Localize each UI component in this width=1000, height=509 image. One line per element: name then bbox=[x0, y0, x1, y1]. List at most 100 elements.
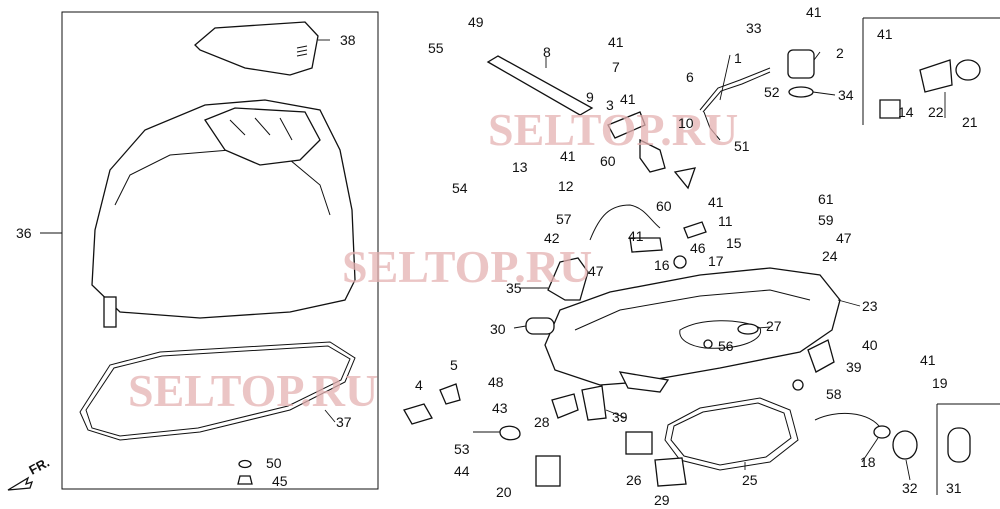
callout-41-h: 41 bbox=[920, 352, 936, 368]
cover-seal-inner bbox=[85, 345, 351, 437]
bottom-pan-group bbox=[544, 267, 841, 393]
callout-57: 57 bbox=[556, 211, 572, 227]
callout-26: 26 bbox=[626, 472, 642, 488]
callout-10: 10 bbox=[678, 115, 694, 131]
callout-48: 48 bbox=[488, 374, 504, 390]
front-arrow-icon bbox=[7, 476, 34, 491]
bottom-pan-opening bbox=[679, 320, 762, 349]
callout-4: 4 bbox=[415, 377, 423, 393]
bracket-16 bbox=[629, 237, 663, 253]
fuel-hose-lower bbox=[703, 111, 721, 141]
cam-lever bbox=[673, 167, 696, 190]
buzzer-group-frame bbox=[862, 17, 1000, 125]
callout-29: 29 bbox=[654, 492, 670, 508]
watermark-middle: SELTOP.RU bbox=[342, 241, 592, 292]
fuel-filter bbox=[787, 49, 815, 79]
engine-cover-group bbox=[7, 11, 379, 491]
mount-14 bbox=[879, 99, 901, 119]
washer-50 bbox=[238, 459, 252, 469]
callout-27: 27 bbox=[766, 318, 782, 334]
callout-54: 54 bbox=[452, 180, 468, 196]
callout-16: 16 bbox=[654, 257, 670, 273]
callout-42: 42 bbox=[544, 230, 560, 246]
callout-23: 23 bbox=[862, 298, 878, 314]
callout-44: 44 bbox=[454, 463, 470, 479]
callout-32: 32 bbox=[902, 480, 918, 496]
callout-38: 38 bbox=[340, 32, 356, 48]
grommet-17 bbox=[673, 255, 687, 269]
callout-5: 5 bbox=[450, 357, 458, 373]
cap-31 bbox=[947, 427, 971, 463]
callout-34: 34 bbox=[838, 87, 854, 103]
grommet-5 bbox=[439, 383, 461, 405]
callout-41-g: 41 bbox=[628, 228, 644, 244]
switch-28 bbox=[551, 393, 579, 419]
callout-15: 15 bbox=[726, 235, 742, 251]
callout-36: 36 bbox=[16, 225, 32, 241]
callout-33: 33 bbox=[746, 20, 762, 36]
callout-59: 59 bbox=[818, 212, 834, 228]
connector-18 bbox=[873, 425, 891, 439]
callout-41-c: 41 bbox=[620, 91, 636, 107]
callout-8: 8 bbox=[543, 44, 551, 60]
callout-41-f: 41 bbox=[708, 194, 724, 210]
callout-41-e: 41 bbox=[877, 26, 893, 42]
seal-29 bbox=[654, 457, 687, 487]
callout-52: 52 bbox=[764, 84, 780, 100]
switch-20 bbox=[535, 455, 561, 487]
cover-seal-outer bbox=[79, 341, 356, 441]
callout-18: 18 bbox=[860, 454, 876, 470]
wire-harness bbox=[589, 204, 661, 241]
callout-11: 11 bbox=[718, 213, 733, 229]
watermark-bottom: SELTOP.RU bbox=[128, 365, 378, 416]
bottom-pan bbox=[544, 267, 841, 386]
part31-frame bbox=[936, 403, 1000, 495]
fuel-hose bbox=[699, 67, 771, 111]
callout-9: 9 bbox=[586, 89, 594, 105]
pan-gasket-inner bbox=[670, 402, 792, 466]
spacer-30 bbox=[525, 317, 555, 335]
callout-43: 43 bbox=[492, 400, 508, 416]
plug-32 bbox=[892, 430, 918, 460]
callout-61: 61 bbox=[818, 191, 834, 207]
fuel-hose-edge bbox=[702, 71, 771, 113]
callout-7: 7 bbox=[612, 59, 620, 75]
callout-46: 46 bbox=[690, 240, 706, 256]
callout-28: 28 bbox=[534, 414, 550, 430]
callout-41-a: 41 bbox=[806, 4, 822, 20]
leader-lines bbox=[40, 39, 946, 481]
callout-37: 37 bbox=[336, 414, 352, 430]
callout-45: 45 bbox=[272, 473, 288, 489]
wire-18 bbox=[814, 412, 883, 431]
callout-51: 51 bbox=[734, 138, 750, 154]
callout-20: 20 bbox=[496, 484, 512, 500]
bracket-35 bbox=[547, 257, 589, 301]
callout-60-a: 60 bbox=[600, 153, 616, 169]
top-cap bbox=[194, 21, 319, 76]
bracket-39 bbox=[807, 339, 835, 373]
callout-53: 53 bbox=[454, 441, 470, 457]
callout-12: 12 bbox=[558, 178, 574, 194]
callout-47-right: 47 bbox=[836, 230, 852, 246]
callout-60-b: 60 bbox=[656, 198, 672, 214]
callout-19: 19 bbox=[932, 375, 948, 391]
cover-latch bbox=[103, 296, 117, 328]
callout-24: 24 bbox=[822, 248, 838, 264]
callout-6: 6 bbox=[686, 69, 694, 85]
filter-seal-34 bbox=[788, 86, 814, 98]
callout-47-left: 47 bbox=[588, 263, 604, 279]
watermark-top: SELTOP.RU bbox=[488, 104, 738, 155]
control-rod bbox=[486, 55, 594, 116]
callout-13: 13 bbox=[512, 159, 528, 175]
grommet-26 bbox=[625, 431, 653, 455]
callout-17: 17 bbox=[708, 253, 724, 269]
bolt-58 bbox=[792, 379, 804, 391]
bottom-pan-rim bbox=[574, 289, 811, 331]
callout-40: 40 bbox=[862, 337, 878, 353]
callout-31: 31 bbox=[946, 480, 962, 496]
callout-22: 22 bbox=[928, 104, 944, 120]
callout-1: 1 bbox=[734, 50, 742, 66]
cover-intake-fins bbox=[229, 117, 293, 141]
nut-45 bbox=[237, 475, 253, 485]
